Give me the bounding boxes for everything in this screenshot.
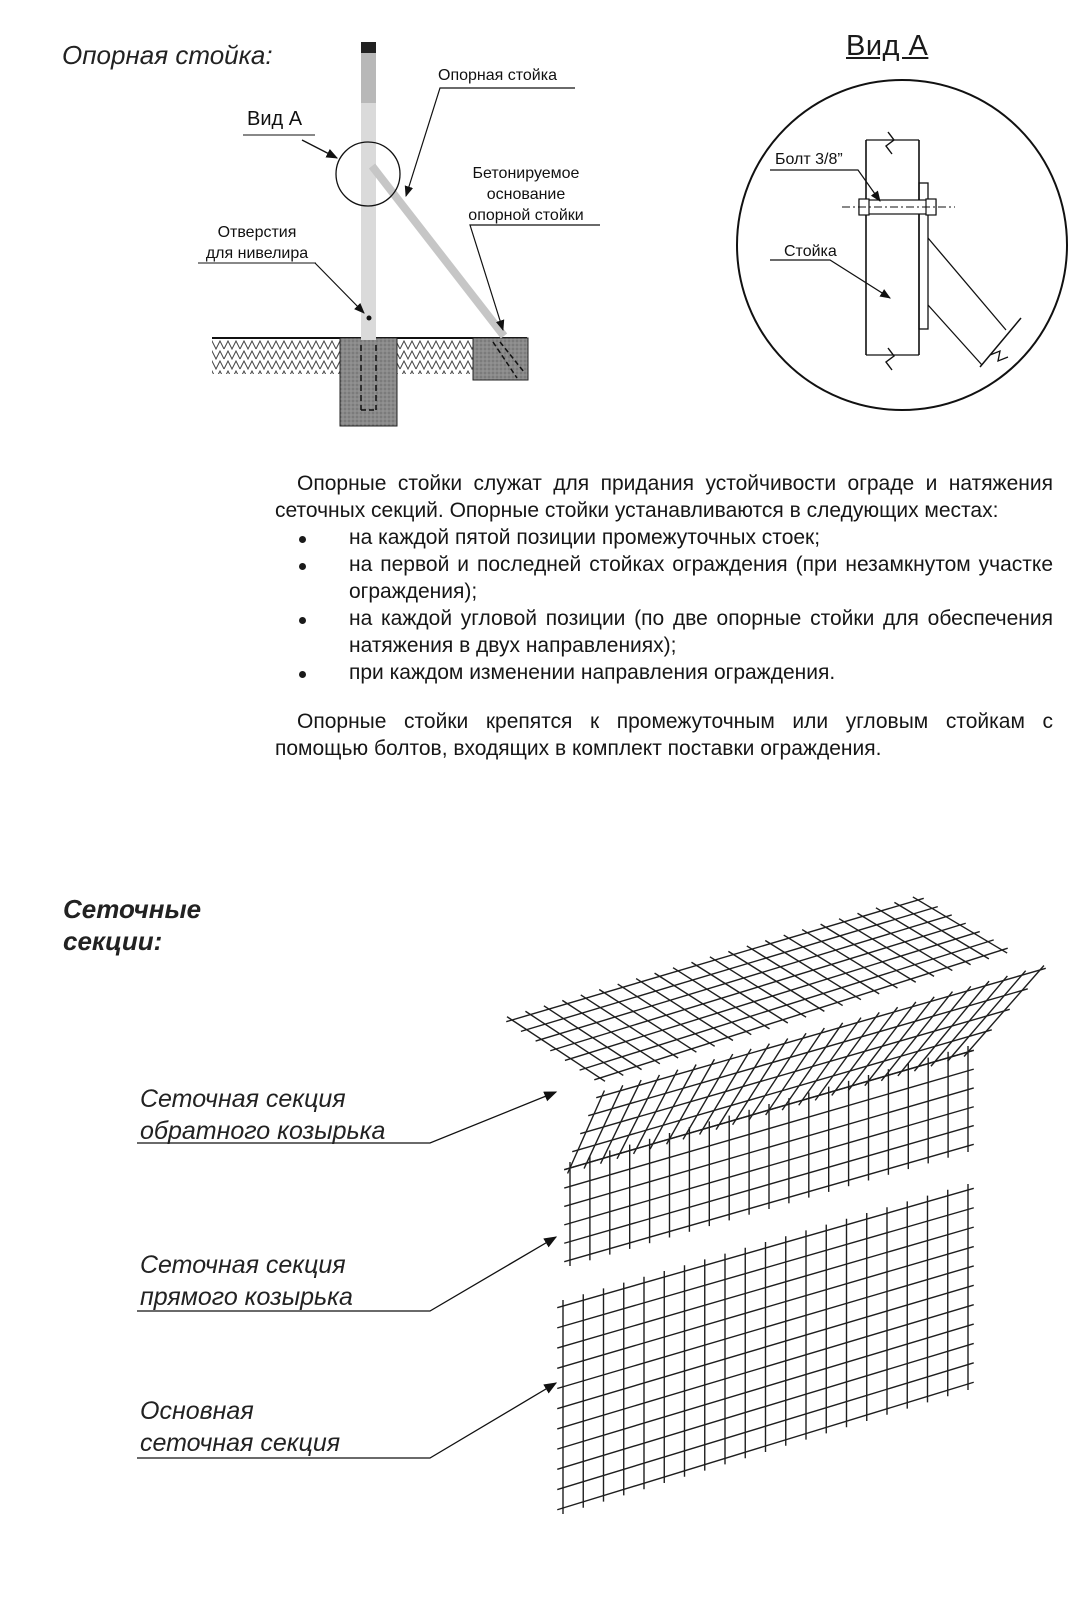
post-body [361, 103, 376, 340]
concrete-base-label-3: опорной стойки [468, 207, 584, 224]
concrete-base-label-1: Бетонируемое [472, 165, 580, 182]
main-section-mesh-wire [557, 1304, 974, 1430]
placement-list: на каждой пятой позиции промежуточных ст… [275, 524, 1053, 686]
description-intro: Опорные стойки служат для придания устой… [275, 472, 1053, 522]
description-block: Опорные стойки служат для придания устой… [275, 470, 1053, 762]
post-cap [361, 42, 376, 53]
view-a-title: Вид А [846, 30, 929, 62]
vid-a-callout: Вид А [247, 108, 303, 130]
straight-visor-label: Сеточная секция прямого козырька [140, 1251, 353, 1311]
view-a-circle [736, 79, 1068, 411]
reverse-visor-mesh-wire [564, 930, 980, 1062]
brace [368, 163, 508, 339]
list-item: на каждой угловой позиции (по две опорны… [275, 605, 1053, 659]
support-section-title: Опорная стойка: [62, 40, 273, 70]
reverse-visor-label: Сеточная секция обратного козырька [140, 1085, 386, 1145]
concrete-base-label-2: основание [486, 186, 566, 203]
reverse-visor-mesh-wire [594, 947, 1008, 1081]
main-section-mesh-wire [557, 1362, 974, 1491]
straight-visor-slope-mesh-wire [580, 1008, 1010, 1135]
level-hole [366, 315, 372, 321]
straight-visor-slope-mesh-wire [572, 1029, 992, 1153]
straight-visor-slope-mesh-wire [596, 967, 1046, 1099]
straight-visor-mesh-wire [564, 1124, 974, 1244]
reverse-visor-mesh-wire [550, 922, 966, 1052]
list-item: на каждой пятой позиции промежуточных ст… [275, 524, 1053, 551]
support-post-label: Опорная стойка [438, 67, 557, 84]
brace-footing [472, 337, 529, 381]
view-a-marker-circle [335, 141, 401, 207]
straight-visor-mesh-wire [564, 1087, 974, 1208]
bolt-label: Болт 3/8” [775, 151, 843, 168]
straight-visor-slope-mesh-wire [588, 988, 1028, 1117]
main-section-label: Основная сеточная секция [140, 1397, 341, 1457]
straight-visor-mesh-wire [564, 1068, 974, 1189]
level-holes-label-1: Отверстия [217, 224, 297, 241]
straight-visor-mesh-wire [564, 1143, 974, 1263]
post-upper [361, 53, 376, 103]
post-footing [339, 337, 398, 427]
main-section-mesh-wire [557, 1187, 974, 1309]
main-section-mesh-wire [557, 1381, 974, 1511]
post-label: Стойка [784, 243, 837, 260]
reverse-visor-mesh-wire [579, 939, 994, 1071]
mesh-section-title: Сеточные секции: [63, 894, 202, 956]
main-section-mesh-wire [557, 1207, 974, 1329]
main-section-mesh-wire [557, 1245, 974, 1369]
description-outro: Опорные стойки крепятся к промежуточным … [275, 710, 1053, 760]
main-section-mesh-wire [557, 1323, 974, 1450]
main-section-mesh-wire [557, 1342, 974, 1471]
list-item: при каждом изменении направления огражде… [275, 659, 1053, 686]
main-section-mesh-wire [557, 1265, 974, 1390]
straight-visor-mesh-wire [564, 1049, 974, 1171]
soil-hatch-left [212, 340, 340, 374]
soil-hatch-right [397, 340, 473, 374]
reverse-visor-mesh-wire [520, 905, 938, 1033]
reverse-visor-mesh-wire [506, 897, 924, 1023]
list-item: на первой и последней стойках ограждения… [275, 551, 1053, 605]
main-section-mesh-wire [557, 1226, 974, 1349]
straight-visor-mesh-wire [564, 1106, 974, 1226]
main-section-mesh-wire [557, 1284, 974, 1410]
level-holes-label-2: для нивелира [205, 245, 309, 262]
reverse-visor-mesh-wire [535, 914, 952, 1042]
